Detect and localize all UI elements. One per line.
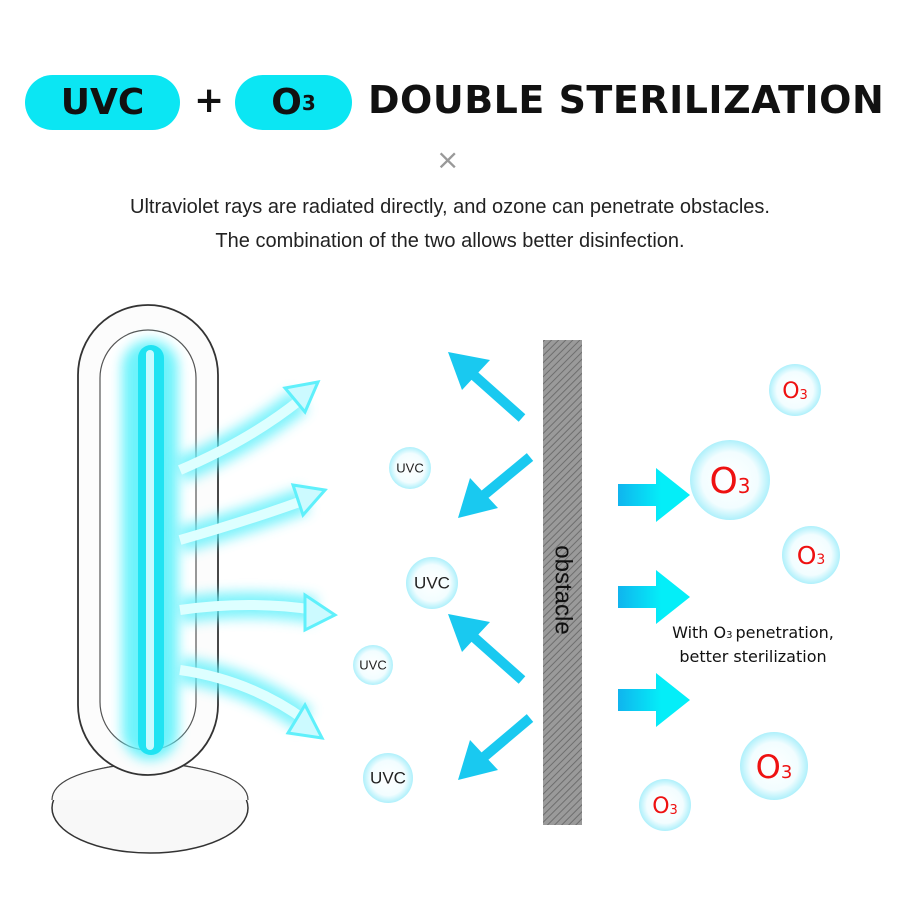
o3-bubble: O3 — [782, 526, 840, 584]
o3-bubble: O3 — [639, 779, 691, 831]
plus-sign: + — [194, 80, 225, 121]
svg-text:O3: O3 — [756, 748, 793, 786]
uvc-bubble: UVC — [363, 753, 413, 803]
description-line-2: The combination of the two allows better… — [215, 230, 685, 252]
svg-text:O3: O3 — [797, 541, 826, 570]
o3-pill-label: O — [271, 82, 302, 123]
description-line-1: Ultraviolet rays are radiated directly, … — [130, 196, 770, 218]
uvc-bubble: UVC — [406, 557, 458, 609]
o3-bubble: O3 — [740, 732, 808, 800]
svg-text:O3: O3 — [652, 794, 678, 819]
o3-bubble: O3 — [769, 364, 821, 416]
reflected-uv-arrows — [448, 352, 534, 780]
uvc-bubble: UVC — [353, 645, 393, 685]
svg-text:O3: O3 — [782, 379, 808, 404]
ozone-penetration-arrows — [618, 468, 690, 727]
uvc-bubble: UVC — [389, 447, 431, 489]
uvc-pill: UVC — [25, 75, 180, 130]
uvc-pill-label: UVC — [60, 82, 145, 123]
obstacle-wall — [543, 340, 582, 825]
o3-pill-subscript: 3 — [301, 90, 316, 115]
svg-text:better sterilization: better sterilization — [679, 647, 826, 666]
svg-text:UVC: UVC — [396, 460, 423, 475]
uv-ray-arrows — [174, 380, 338, 740]
svg-text:UVC: UVC — [359, 657, 386, 672]
svg-text:UVC: UVC — [414, 573, 450, 592]
obstacle-label: obstacle — [550, 545, 577, 634]
svg-text:O3: O3 — [709, 461, 750, 502]
separator-x: × — [436, 143, 460, 176]
svg-text:UVC: UVC — [370, 768, 406, 787]
page-title: DOUBLE STERILIZATION — [368, 78, 885, 122]
uv-lamp-illustration — [51, 304, 249, 854]
o3-bubble: O3 — [690, 440, 770, 520]
